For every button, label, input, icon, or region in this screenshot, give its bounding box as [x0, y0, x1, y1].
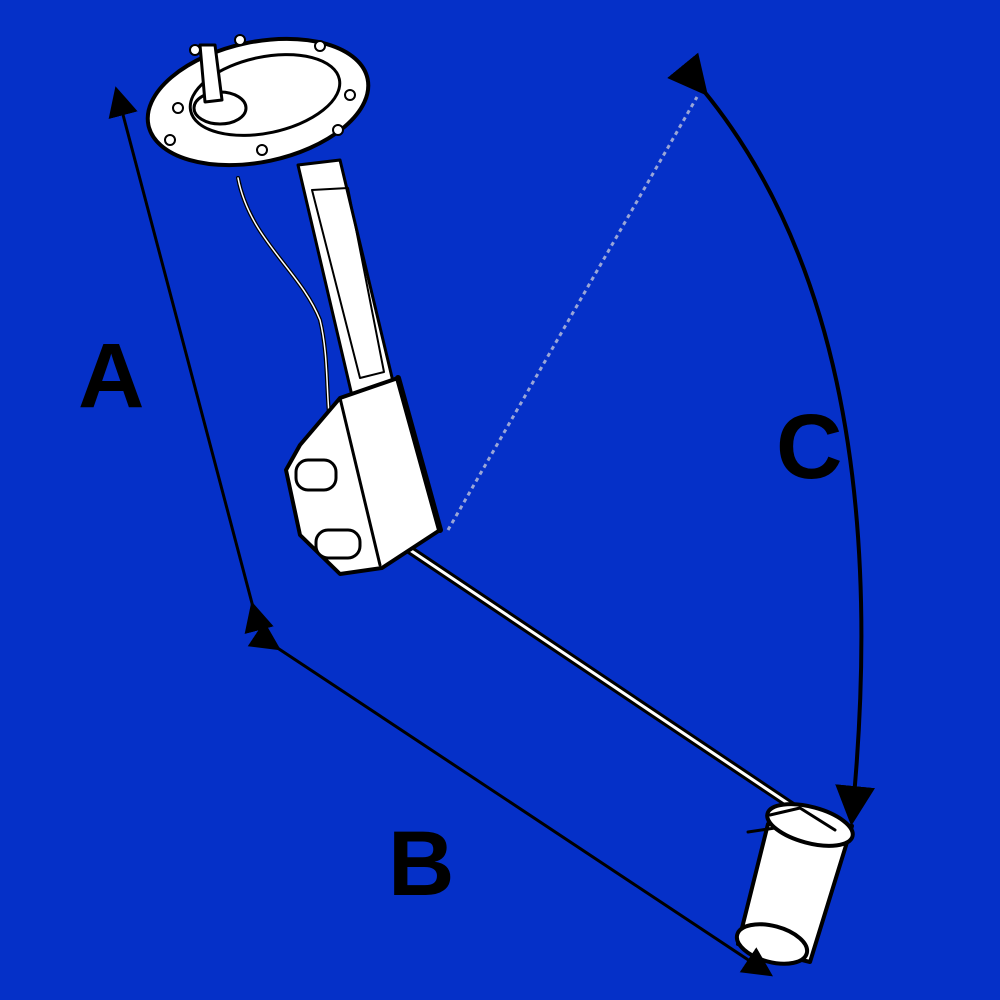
dimension-b-label: B — [388, 813, 454, 915]
swing-dotted-line — [446, 96, 699, 531]
dimension-c-arc — [667, 52, 876, 826]
dimension-a-arrow — [108, 86, 274, 635]
dimension-b-arrow — [247, 621, 774, 977]
dimension-a-label: A — [78, 325, 144, 427]
dimension-c-label: C — [776, 396, 842, 498]
